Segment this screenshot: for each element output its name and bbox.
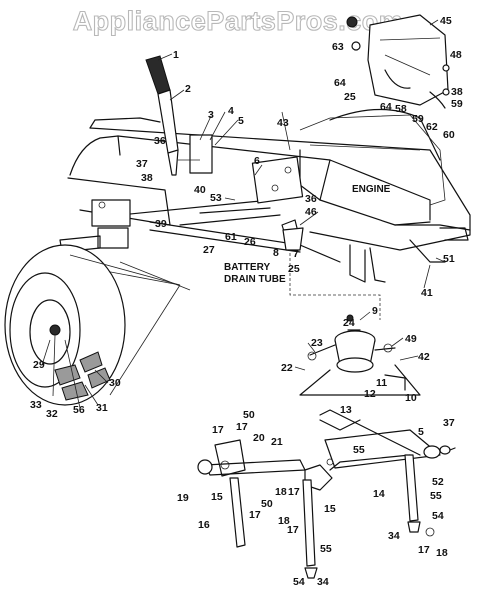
callout-12: 12 <box>364 388 376 400</box>
callout-38b: 38 <box>451 86 463 98</box>
callout-15b: 15 <box>324 503 336 515</box>
callout-52: 52 <box>432 476 444 488</box>
callout-5b: 5 <box>418 426 424 438</box>
callout-20: 20 <box>253 432 265 444</box>
callout-4: 4 <box>228 105 234 117</box>
callout-17f: 17 <box>418 544 430 556</box>
callout-41: 41 <box>421 287 433 299</box>
callout-62: 62 <box>426 121 438 133</box>
callout-32: 32 <box>46 408 58 420</box>
callout-3: 3 <box>208 109 214 121</box>
callout-23: 23 <box>311 337 323 349</box>
callout-54b: 54 <box>293 576 305 588</box>
callout-26: 26 <box>244 236 256 248</box>
caption-battery: BATTERY <box>224 262 270 273</box>
callout-59a: 59 <box>451 98 463 110</box>
callout-64a: 64 <box>334 77 346 89</box>
callout-25: 25 <box>288 263 300 275</box>
battery-drain-tube <box>282 227 381 320</box>
frame-assembly <box>67 108 471 291</box>
callout-18c: 18 <box>436 547 448 559</box>
callout-54a: 54 <box>432 510 444 522</box>
callout-1: 1 <box>173 49 179 61</box>
caption-engine: ENGINE <box>352 184 391 195</box>
callout-29: 29 <box>33 359 45 371</box>
callout-22: 22 <box>281 362 293 374</box>
callout-56: 56 <box>73 404 85 416</box>
callout-10: 10 <box>405 392 417 404</box>
callout-42: 42 <box>418 351 430 363</box>
callout-5: 5 <box>238 115 244 127</box>
callout-11: 11 <box>376 377 387 389</box>
callout-7: 7 <box>293 248 299 260</box>
callout-49: 49 <box>405 333 417 345</box>
callout-9: 9 <box>372 305 378 317</box>
callout-58: 58 <box>395 103 407 115</box>
callout-37: 37 <box>136 158 148 170</box>
callout-50a: 50 <box>243 409 255 421</box>
callout-13: 13 <box>340 404 352 416</box>
callouts: 1 2 3 4 5 36 37 38 40 6 43 53 39 27 61 2… <box>30 15 463 588</box>
front-wheel <box>4 244 181 406</box>
callout-55a: 55 <box>353 444 365 456</box>
callout-46: 46 <box>305 206 317 218</box>
callout-14: 14 <box>373 488 385 500</box>
callout-15a: 15 <box>211 491 223 503</box>
callout-39: 39 <box>155 218 167 230</box>
callout-38: 38 <box>141 172 153 184</box>
pivot-assembly <box>299 314 421 396</box>
callout-45: 45 <box>440 15 452 27</box>
callout-36: 36 <box>154 135 166 147</box>
callout-30: 30 <box>109 377 121 389</box>
callout-61: 61 <box>225 231 237 243</box>
lower-linkage <box>197 409 456 579</box>
callout-2: 2 <box>185 83 191 95</box>
callout-34b: 34 <box>317 576 329 588</box>
callout-63: 63 <box>332 41 344 53</box>
steering-shaft <box>145 55 213 176</box>
caption-drain-tube: DRAIN TUBE <box>224 274 286 285</box>
callout-55c: 55 <box>320 543 332 555</box>
callout-24: 24 <box>343 317 355 329</box>
callout-17c: 17 <box>288 486 300 498</box>
callout-64b: 64 <box>380 101 392 113</box>
callout-34a: 34 <box>388 530 400 542</box>
leader-lines <box>41 19 446 409</box>
callout-33: 33 <box>30 399 42 411</box>
callout-6: 6 <box>254 155 260 167</box>
callout-18a: 18 <box>275 486 287 498</box>
callout-18b: 18 <box>278 515 290 527</box>
callout-17d: 17 <box>249 509 261 521</box>
callout-21: 21 <box>271 436 283 448</box>
callout-36b: 36 <box>305 193 317 205</box>
callout-31: 31 <box>96 402 108 414</box>
callout-37b: 37 <box>443 417 455 429</box>
callout-53: 53 <box>210 192 222 204</box>
upper-right-bracket <box>346 14 450 109</box>
callout-16: 16 <box>198 519 210 531</box>
callout-40: 40 <box>194 184 206 196</box>
callout-51: 51 <box>443 253 455 265</box>
callout-59b: 59 <box>412 113 424 125</box>
callout-8: 8 <box>273 247 279 259</box>
callout-60: 60 <box>443 129 455 141</box>
callout-17b: 17 <box>236 421 248 433</box>
callout-43: 43 <box>277 117 289 129</box>
callout-17e: 17 <box>287 524 299 536</box>
callout-25b: 25 <box>344 91 356 103</box>
steering-gear <box>59 199 131 253</box>
callout-50b: 50 <box>261 498 273 510</box>
callout-17a: 17 <box>212 424 224 436</box>
callout-27: 27 <box>203 244 215 256</box>
callout-19: 19 <box>177 492 189 504</box>
callout-48: 48 <box>450 49 462 61</box>
callout-55b: 55 <box>430 490 442 502</box>
